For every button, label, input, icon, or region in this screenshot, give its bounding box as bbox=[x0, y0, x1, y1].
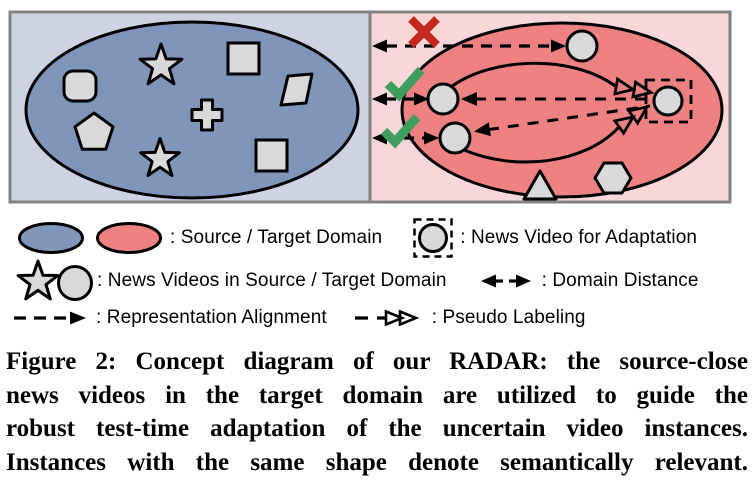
target-video-circle-middle bbox=[426, 82, 460, 116]
representation-alignment-arrow-diagonal bbox=[474, 104, 651, 137]
news-video-shape-symbols bbox=[16, 259, 93, 301]
solid-arrowhead bbox=[70, 311, 86, 325]
representation-alignment-arrow-symbol bbox=[14, 311, 86, 325]
source-shape-square-top bbox=[226, 41, 261, 76]
target-shape-hexagon bbox=[593, 161, 633, 195]
pseudo-open-arrowhead bbox=[631, 79, 655, 99]
source-domain-swatch bbox=[18, 222, 84, 254]
representation-alignment-arrow-horizontal bbox=[461, 92, 650, 106]
legend-adaptation-label: : News Video for Adaptation bbox=[460, 227, 698, 248]
adaptation-symbol-circle bbox=[418, 223, 449, 253]
target-domain-swatch bbox=[96, 222, 162, 254]
caption-line-4: Instances with the same shape denote sem… bbox=[6, 448, 748, 476]
legend-source-target-label: : Source / Target Domain bbox=[170, 227, 383, 248]
target-domain-ellipse bbox=[400, 21, 724, 199]
pseudo-labeling-curve-lower bbox=[462, 125, 621, 164]
adaptation-video-symbol bbox=[413, 218, 453, 258]
small-distance-check-icon-1 bbox=[384, 67, 425, 102]
concept-diagram bbox=[8, 10, 732, 204]
legend-representation-label: : Representation Alignment bbox=[96, 307, 327, 328]
target-video-circle-lower bbox=[438, 121, 472, 155]
left-arrowhead bbox=[480, 274, 496, 288]
target-shape-triangle bbox=[522, 169, 558, 201]
source-shape-plus bbox=[190, 98, 224, 132]
open-arrowhead bbox=[398, 309, 420, 327]
adaptation-video-circle bbox=[652, 85, 684, 117]
pseudo-open-arrowhead bbox=[626, 104, 650, 126]
source-shape-parallelogram bbox=[279, 72, 314, 107]
source-target-domain-swatches bbox=[18, 222, 162, 254]
caption-line-2: news videos in the target domain are uti… bbox=[6, 381, 748, 409]
figure-caption: Figure 2: Concept diagram of our RADAR: … bbox=[6, 345, 748, 479]
legend-domain-distance-label: : Domain Distance bbox=[541, 270, 699, 291]
legend-pseudo-label: : Pseudo Labeling bbox=[431, 307, 586, 328]
caption-line-3: robust test-time adaptation of the uncer… bbox=[6, 415, 748, 442]
open-arrowhead bbox=[384, 309, 406, 327]
adaptation-symbol-dashed-box bbox=[413, 218, 453, 258]
right-arrowhead bbox=[515, 274, 531, 288]
target-video-circle-top bbox=[565, 29, 599, 63]
small-distance-check-icon-2 bbox=[380, 114, 421, 149]
pseudo-open-arrowhead bbox=[612, 114, 636, 136]
legend-row-1: : Source / Target Domain : News Video fo… bbox=[18, 217, 697, 259]
legend-row-2: : News Videos in Source / Target Domain … bbox=[16, 259, 699, 303]
domain-distance-arrow-middle bbox=[372, 92, 429, 106]
source-shape-square-bottom bbox=[254, 138, 289, 173]
pseudo-labeling-arrow-symbol bbox=[354, 309, 420, 327]
source-shape-star-bottom bbox=[139, 137, 181, 178]
source-shape-rounded-square bbox=[62, 69, 98, 103]
large-distance-cross-icon bbox=[408, 16, 440, 48]
legend-news-videos-label: : News Videos in Source / Target Domain bbox=[97, 270, 447, 291]
source-shape-star-top bbox=[138, 42, 184, 86]
domain-distance-arrow-symbol bbox=[480, 274, 531, 288]
circle-shape-symbol bbox=[57, 265, 93, 301]
pseudo-open-arrowhead bbox=[613, 76, 637, 96]
caption-line-1: Figure 2: Concept diagram of our RADAR: … bbox=[6, 348, 748, 375]
legend-row-3: : Representation Alignment : Pseudo Labe… bbox=[12, 307, 586, 329]
star-shape-symbol bbox=[16, 259, 60, 301]
adaptation-dashed-box bbox=[644, 78, 693, 124]
source-shape-pentagon bbox=[73, 111, 115, 151]
pseudo-labeling-curve-upper bbox=[450, 61, 617, 89]
